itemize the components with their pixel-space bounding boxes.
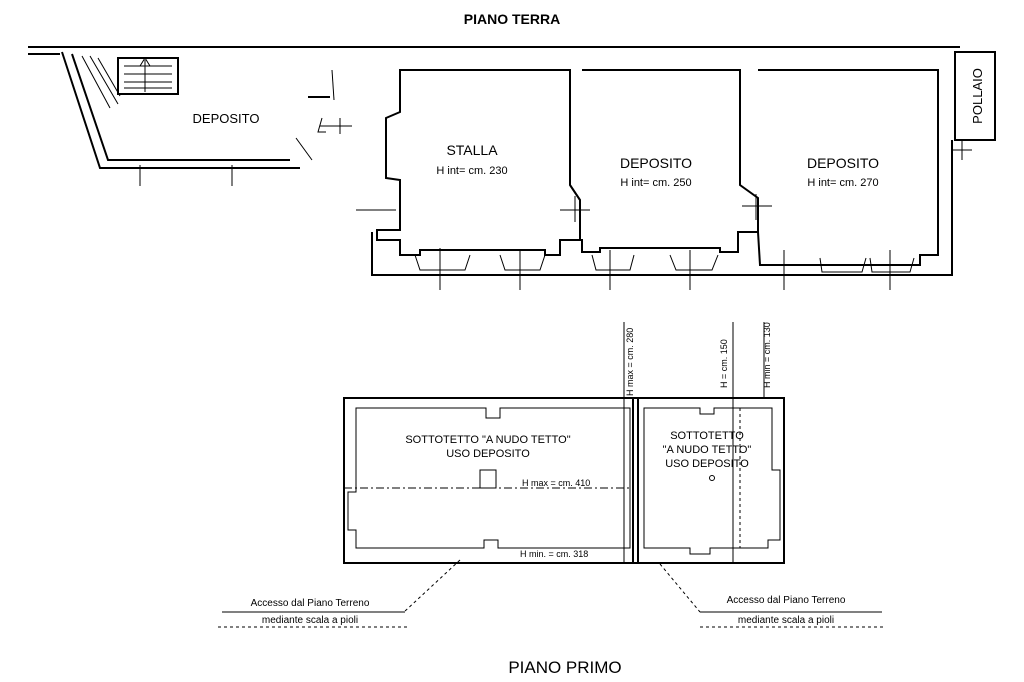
room-label-deposito-3: DEPOSITO: [807, 155, 879, 171]
ground-floor-title: PIANO TERRA: [464, 11, 560, 27]
room-label-stalla: STALLA: [446, 142, 498, 158]
attic-right-line3: USO DEPOSITO: [665, 458, 749, 470]
access-note-left-line2: mediante scala a pioli: [262, 615, 358, 626]
dim-hmin-318: H min. = cm. 318: [520, 549, 588, 559]
first-floor-title: PIANO PRIMO: [508, 658, 621, 677]
dim-h-150: H = cm. 150: [719, 339, 729, 388]
attic-right-line2: "A NUDO TETTO": [663, 444, 752, 456]
dim-hmin-130: H min = cm. 130: [762, 322, 772, 388]
dim-hmax-410: H max = cm. 410: [522, 478, 590, 488]
dim-hmax-280: H max = cm. 280: [625, 328, 635, 396]
first-floor-plan: [218, 322, 885, 628]
room-height-deposito-2: H int= cm. 250: [620, 177, 691, 189]
attic-right-line1: SOTTOTETTO: [670, 430, 744, 442]
room-label-deposito-2: DEPOSITO: [620, 155, 692, 171]
access-note-left-line1: Accesso dal Piano Terreno: [251, 598, 370, 609]
room-height-stalla: H int= cm. 230: [436, 165, 507, 177]
ground-floor-plan: [28, 46, 996, 290]
room-label-deposito-1: DEPOSITO: [193, 111, 260, 126]
room-label-pollaio: POLLAIO: [970, 68, 985, 124]
room-height-deposito-3: H int= cm. 270: [807, 177, 878, 189]
attic-left-line2: USO DEPOSITO: [446, 448, 530, 460]
stair-icon: [81, 55, 179, 109]
access-note-right-line2: mediante scala a pioli: [738, 615, 834, 626]
access-note-right-line1: Accesso dal Piano Terreno: [727, 595, 846, 606]
attic-left-line1: SOTTOTETTO "A NUDO TETTO": [405, 434, 570, 446]
